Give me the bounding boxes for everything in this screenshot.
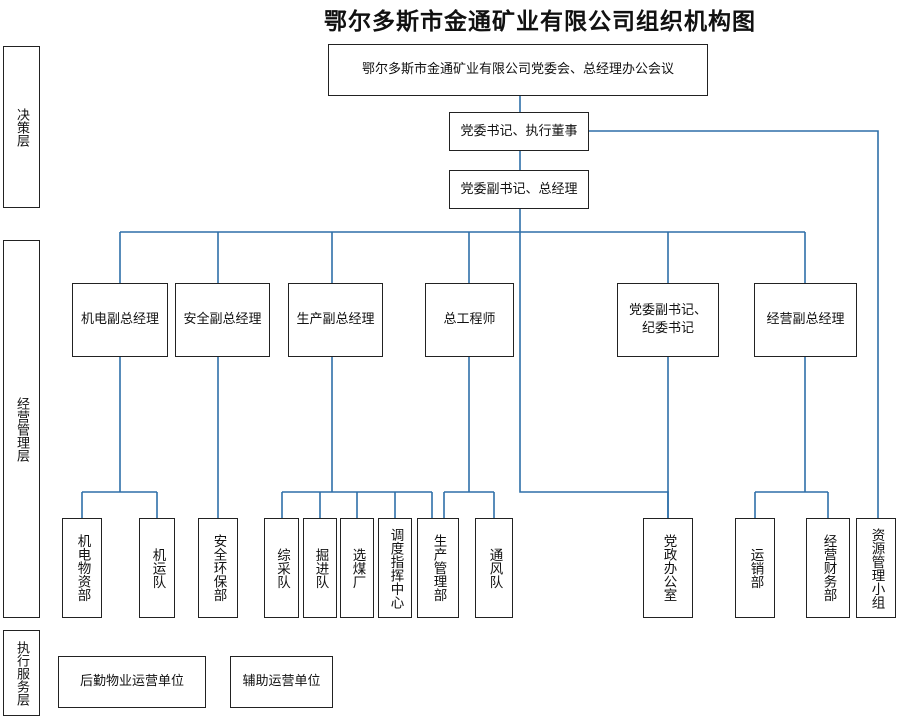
dept-sales: 运销部	[735, 518, 775, 618]
layer-decision: 决策层	[3, 46, 40, 208]
connector-gm-party-office	[519, 232, 669, 518]
dept-tunneling-team: 掘进队	[303, 518, 337, 618]
connector-secretary-resource	[588, 130, 879, 518]
safety-manager-box: 安全副总经理	[175, 283, 270, 357]
diagram-title: 鄂尔多斯市金通矿业有限公司组织机构图	[324, 8, 756, 35]
dept-resource-group: 资源管理小组	[856, 518, 896, 618]
auxiliary-unit-box: 辅助运营单位	[230, 656, 333, 708]
dept-mining-team: 综采队	[264, 518, 299, 618]
dept-finance: 经营财务部	[806, 518, 850, 618]
party-deputy-box: 党委副书记、 纪委书记	[617, 283, 719, 357]
party-deputy-line1: 党委副书记、	[628, 303, 707, 318]
logistics-unit-box: 后勤物业运营单位	[58, 656, 206, 708]
layer-management: 经营管理层	[3, 240, 40, 618]
dept-coal-prep: 选煤厂	[340, 518, 374, 618]
dept-ventilation: 通风队	[475, 518, 513, 618]
dept-dispatch: 调度指挥中心	[378, 518, 412, 618]
electromech-manager-box: 机电副总经理	[72, 283, 168, 357]
dept-safety-env: 安全环保部	[198, 518, 238, 618]
party-deputy-line2: 纪委书记	[641, 321, 694, 336]
meeting-box: 鄂尔多斯市金通矿业有限公司党委会、总经理办公会议	[328, 44, 708, 96]
dept-prod-mgmt: 生产管理部	[417, 518, 459, 618]
secretary-box: 党委书记、执行董事	[449, 112, 589, 151]
dept-material: 机电物资部	[62, 518, 102, 618]
dept-machine-team: 机运队	[139, 518, 175, 618]
dept-party-office: 党政办公室	[643, 518, 693, 618]
layer-execution: 执行服务层	[3, 630, 40, 716]
chief-engineer-box: 总工程师	[425, 283, 514, 357]
business-manager-box: 经营副总经理	[754, 283, 857, 357]
production-manager-box: 生产副总经理	[288, 283, 383, 357]
deputy-gm-box: 党委副书记、总经理	[449, 170, 589, 209]
